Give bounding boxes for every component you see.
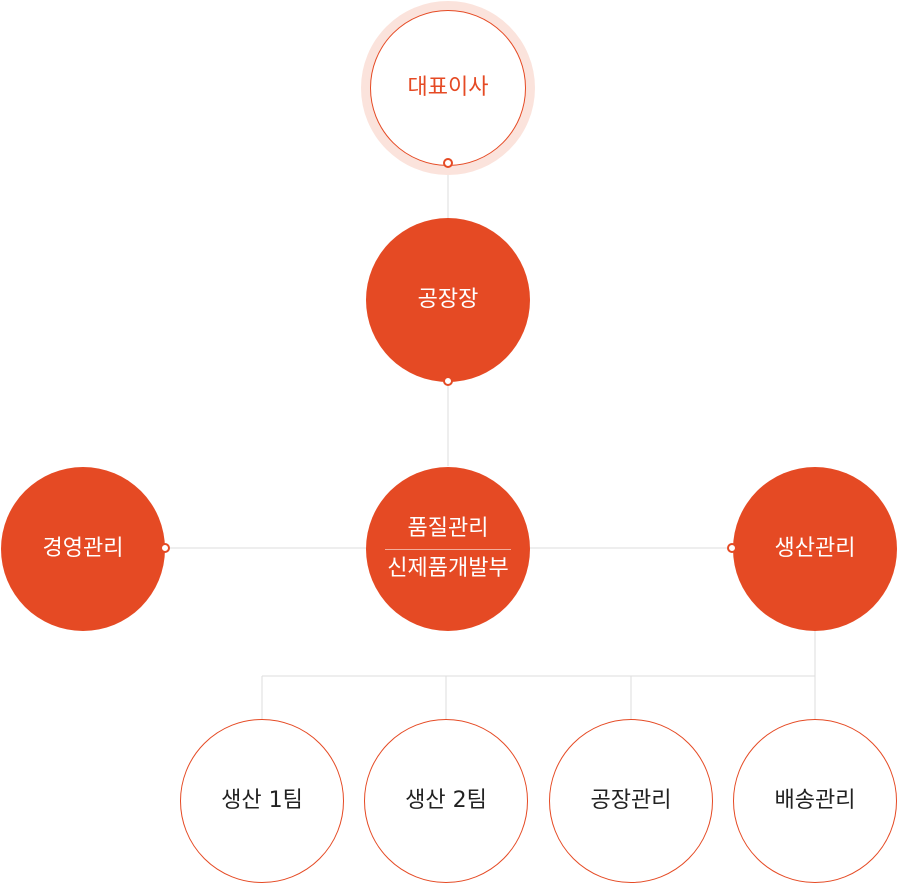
quality-node: 품질관리 신제품개발부: [366, 467, 530, 631]
plant-manager-connector-dot: [443, 376, 453, 386]
production-label: 생산관리: [774, 535, 856, 561]
team-delivery-node: 배송관리: [733, 719, 897, 883]
team-production-1-node: 생산 1팀: [180, 719, 344, 883]
management-label: 경영관리: [42, 535, 124, 561]
plant-manager-node: 공장장: [366, 218, 530, 382]
team-delivery-label: 배송관리: [774, 787, 856, 813]
production-node: 생산관리: [733, 467, 897, 631]
team-plant-management-label: 공장관리: [590, 787, 672, 813]
production-connector-dot: [727, 543, 737, 553]
team-production-1-label: 생산 1팀: [221, 787, 303, 813]
management-connector-dot: [160, 543, 170, 553]
new-product-label: 신제품개발부: [387, 555, 509, 581]
plant-manager-label: 공장장: [417, 286, 479, 312]
ceo-label: 대표이사: [407, 74, 489, 100]
ceo-connector-dot: [443, 158, 453, 168]
team-plant-management-node: 공장관리: [549, 719, 713, 883]
team-production-2-label: 생산 2팀: [405, 787, 487, 813]
ceo-node: 대표이사: [370, 10, 526, 166]
management-node: 경영관리: [1, 467, 165, 631]
quality-divider: [385, 548, 511, 550]
quality-label: 품질관리: [407, 516, 489, 542]
team-production-2-node: 생산 2팀: [364, 719, 528, 883]
